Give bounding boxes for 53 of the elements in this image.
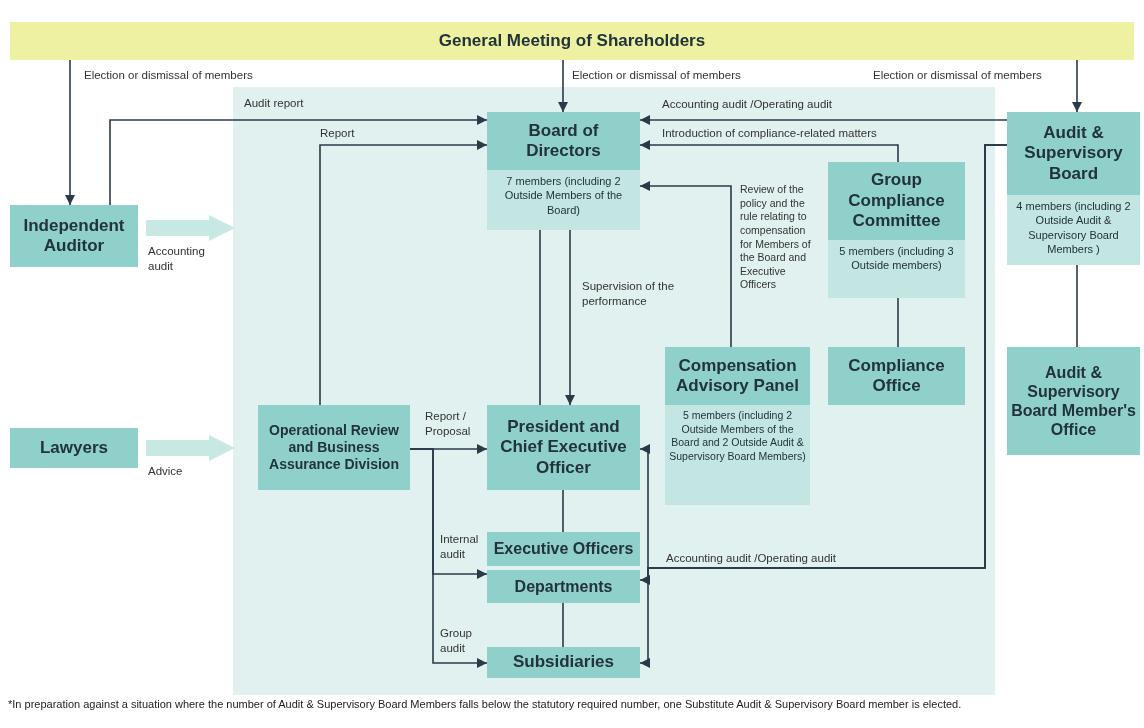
node-title: Compliance Office: [828, 347, 965, 405]
node-title: Operational Review and Business Assurance Division: [258, 405, 410, 490]
block-arrow: [146, 435, 235, 461]
node-title: Audit & Supervisory Board: [1007, 112, 1140, 195]
node-title: Subsidiaries: [487, 647, 640, 678]
arrow: [1072, 59, 1082, 113]
connector-line: [562, 602, 564, 648]
edge-label: Election or dismissal of members: [572, 68, 742, 83]
edge-label: Review of the policy and the rule relating to compensation for Members of the Board and Executive Officers: [740, 183, 812, 293]
edge-label: Internal audit: [440, 532, 480, 562]
block-arrow: [146, 215, 235, 241]
edge-label: Election or dismissal of members: [873, 68, 1043, 83]
node-title: Group Compliance Committee: [828, 162, 965, 240]
company-area: [233, 87, 995, 695]
arrow: [639, 144, 1008, 668]
arrow: [109, 115, 488, 206]
arrow: [639, 181, 732, 348]
node-title: Departments: [487, 570, 640, 603]
edge-label: Group audit: [440, 626, 473, 656]
edge-label: Accounting audit /Operating audit: [662, 97, 834, 112]
arrow: [639, 115, 1008, 125]
arrow: [319, 140, 488, 406]
edge-label: Accounting audit /Operating audit: [666, 551, 838, 566]
edge-label: Supervision of the performance: [582, 279, 676, 309]
arrow: [65, 59, 75, 206]
member-note: 7 members (including 2 Outside Members of the Board): [487, 170, 640, 230]
node-title: Compensation Advisory Panel: [665, 347, 810, 405]
edge-label: Advice: [148, 464, 184, 479]
edge-label: Introduction of compliance-related matters: [662, 126, 878, 141]
arrow: [409, 448, 488, 668]
arrow: [565, 229, 575, 406]
node-title: General Meeting of Shareholders: [10, 22, 1134, 60]
node-title: Independent Auditor: [10, 205, 138, 267]
node-title: Lawyers: [10, 428, 138, 468]
connector-line: [562, 489, 564, 533]
arrow: [639, 140, 899, 163]
edge-label: Audit report: [244, 96, 305, 111]
node-title: Audit & Supervisory Board Member's Office: [1007, 347, 1140, 455]
arrow: [558, 59, 568, 113]
member-note: 5 members (including 3 Outside members): [828, 240, 965, 298]
edge-label: Election or dismissal of members: [84, 68, 254, 83]
footnote: *In preparation against a situation where the number of Audit & Supervisory Board Members falls below the statutory required number, one Substitute Audit & Supervisory Board member is elected.: [8, 698, 963, 711]
node-title: President and Chief Executive Officer: [487, 405, 640, 490]
connector-line: [539, 229, 541, 406]
connector-line: [897, 297, 899, 348]
member-note: 5 members (including 2 Outside Members of the Board and 2 Outside Audit & Supervisory Board Members): [665, 405, 810, 505]
node-title: Board of Directors: [487, 112, 640, 170]
edge-label: Accounting audit: [148, 244, 206, 274]
edge-label: Report: [320, 126, 356, 141]
member-note: 4 members (including 2 Outside Audit & Supervisory Board Members ): [1007, 195, 1140, 265]
connector-line: [1076, 264, 1078, 348]
edge-label: Report / Proposal: [425, 409, 472, 439]
node-title: Executive Officers: [487, 532, 640, 566]
